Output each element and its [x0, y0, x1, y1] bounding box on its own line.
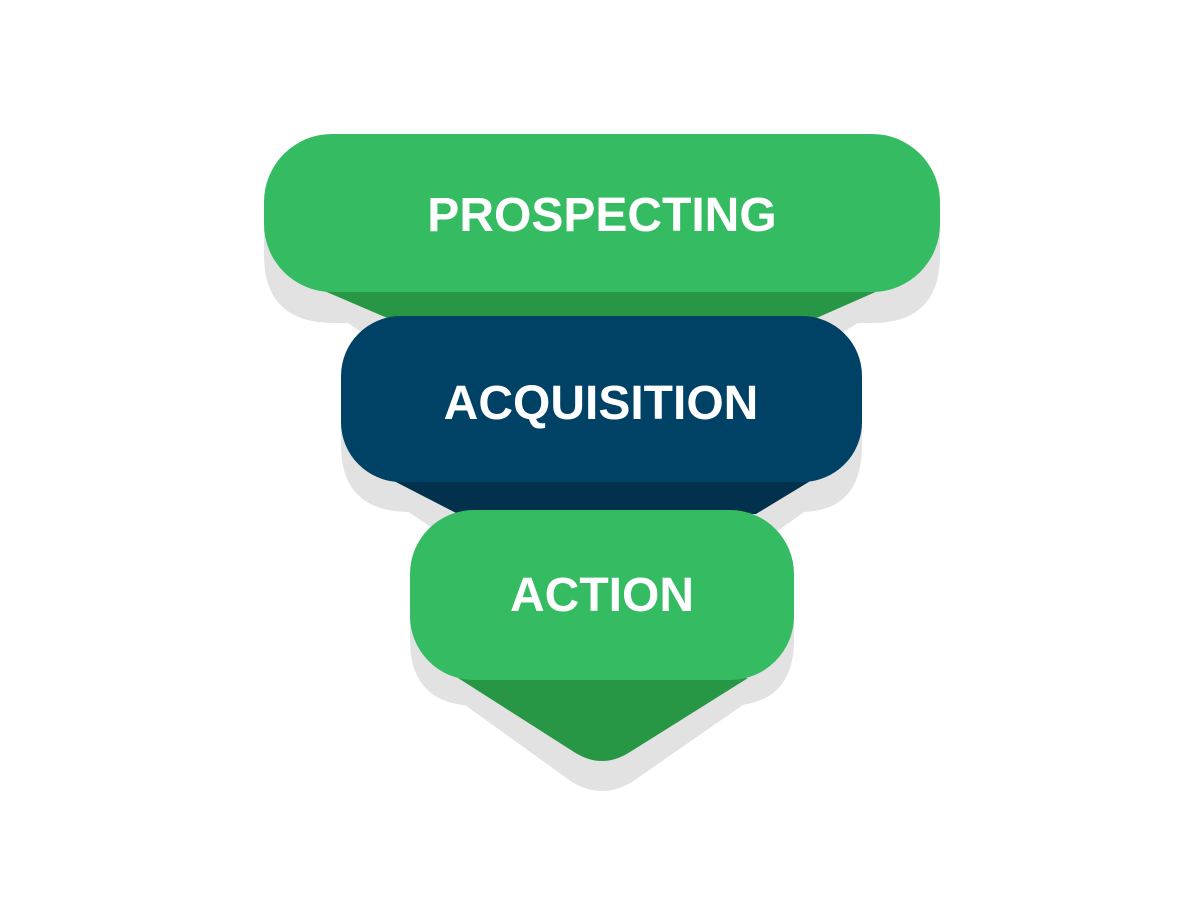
stage-label-prospecting: PROSPECTING: [427, 189, 776, 242]
connector-prospecting-acquisition: [322, 290, 880, 320]
stage-label-acquisition: ACQUISITION: [444, 377, 759, 430]
funnel-tip: [458, 678, 748, 761]
stage-prospecting: PROSPECTING: [264, 134, 940, 292]
stage-band-prospecting: [264, 134, 940, 292]
stage-label-action: ACTION: [510, 569, 694, 622]
stage-band-action: [410, 510, 794, 680]
stage-action: ACTION: [410, 510, 794, 680]
connector-acquisition-action: [392, 480, 812, 514]
stage-band-acquisition: [341, 316, 862, 482]
stage-acquisition: ACQUISITION: [341, 316, 862, 482]
